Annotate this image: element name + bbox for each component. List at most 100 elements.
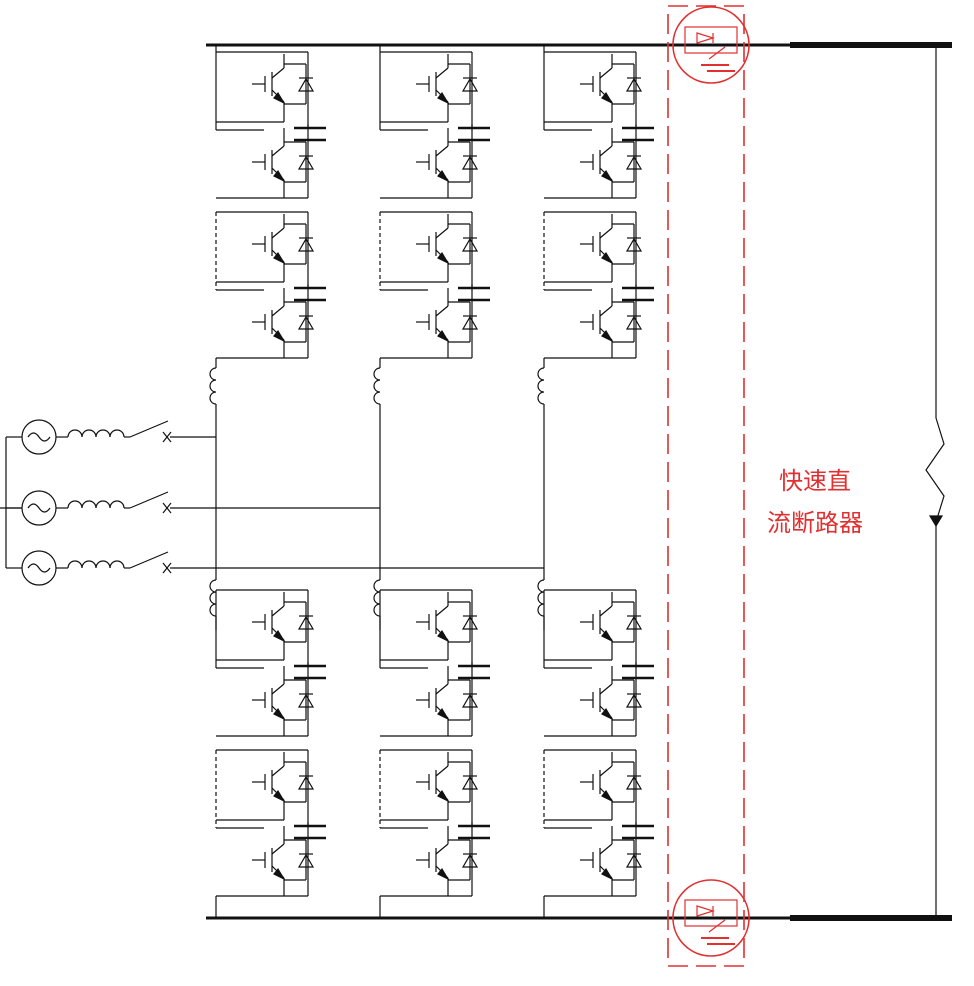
inductor-icon (537, 579, 545, 617)
resistor-icon (925, 417, 945, 528)
igbt-icon (580, 674, 614, 726)
diode-icon (612, 839, 643, 881)
capacitor-icon (458, 124, 490, 142)
diode-icon (284, 223, 315, 265)
diode-icon (448, 141, 479, 183)
capacitor-icon (294, 284, 326, 302)
igbt-icon (416, 834, 450, 886)
inductor-icon (209, 367, 217, 405)
igbt-icon (252, 136, 286, 188)
diode-icon (448, 63, 479, 105)
diode-icon (284, 839, 315, 881)
diode-icon (284, 601, 315, 643)
submodule (379, 211, 490, 359)
converter (209, 45, 654, 918)
igbt-icon (580, 596, 614, 648)
igbt-icon (416, 674, 450, 726)
diode-icon (284, 141, 315, 183)
load-branch (925, 45, 945, 918)
inductor-icon (209, 579, 217, 617)
diode-icon (448, 223, 479, 265)
capacitor-icon (622, 124, 654, 142)
submodule (379, 589, 490, 737)
diode-icon (284, 761, 315, 803)
switch-icon (129, 551, 172, 574)
capacitor-icon (294, 662, 326, 680)
capacitor-icon (294, 124, 326, 142)
diode-icon (448, 839, 479, 881)
capacitor-icon (622, 822, 654, 840)
dc-breaker (667, 5, 750, 967)
diode-icon (284, 679, 315, 721)
igbt-icon (252, 596, 286, 648)
igbt-icon (252, 834, 286, 886)
submodule (215, 51, 326, 199)
submodule (543, 589, 654, 737)
submodule (379, 749, 490, 897)
diode-icon (612, 223, 643, 265)
diode-icon (448, 761, 479, 803)
ac-side (0, 419, 544, 586)
inductor-icon (373, 579, 381, 617)
breaker-label-line-2: 流断路器 (767, 509, 863, 537)
inductor-icon (373, 367, 381, 405)
inductor-icon (67, 560, 125, 569)
igbt-icon (580, 136, 614, 188)
ac-source-icon (6, 490, 130, 526)
igbt-icon (416, 218, 450, 270)
diode-icon (612, 761, 643, 803)
capacitor-icon (294, 822, 326, 840)
diode-icon (284, 301, 315, 343)
inductor-icon (537, 367, 545, 405)
capacitor-icon (622, 284, 654, 302)
igbt-icon (252, 674, 286, 726)
breaker-enclosure (667, 5, 745, 967)
dc-bus (206, 42, 952, 921)
igbt-icon (416, 756, 450, 808)
igbt-icon (416, 136, 450, 188)
diode-icon (612, 301, 643, 343)
submodule (215, 749, 326, 897)
igbt-icon (252, 296, 286, 348)
submodule (215, 589, 326, 737)
submodule (543, 749, 654, 897)
igbt-icon (252, 218, 286, 270)
diode-icon (612, 679, 643, 721)
submodule (215, 211, 326, 359)
diode-icon (284, 63, 315, 105)
converter-column (209, 45, 326, 918)
igbt-icon (580, 834, 614, 886)
capacitor-icon (458, 822, 490, 840)
breaker-label-line-1: 快速直 (779, 467, 851, 495)
diode-icon (448, 301, 479, 343)
igbt-icon (580, 218, 614, 270)
capacitor-icon (458, 284, 490, 302)
ac-source-icon (6, 419, 130, 455)
diode-icon (612, 601, 643, 643)
capacitor-icon (458, 662, 490, 680)
submodule (379, 51, 490, 199)
inductor-icon (67, 429, 125, 438)
igbt-icon (252, 58, 286, 110)
igbt-icon (580, 296, 614, 348)
capacitor-icon (622, 662, 654, 680)
dc-breaker-icon (672, 879, 750, 957)
diode-icon (448, 601, 479, 643)
dc-breaker-icon (672, 6, 750, 84)
igbt-icon (416, 58, 450, 110)
diode-icon (612, 141, 643, 183)
switch-icon (129, 491, 172, 514)
igbt-icon (252, 756, 286, 808)
igbt-icon (580, 58, 614, 110)
igbt-icon (416, 596, 450, 648)
ac-source-icon (6, 550, 130, 586)
converter-column (537, 45, 654, 918)
switch-icon (129, 420, 172, 443)
submodule (543, 51, 654, 199)
igbt-icon (416, 296, 450, 348)
submodule (543, 211, 654, 359)
inductor-icon (67, 500, 125, 509)
igbt-icon (580, 756, 614, 808)
